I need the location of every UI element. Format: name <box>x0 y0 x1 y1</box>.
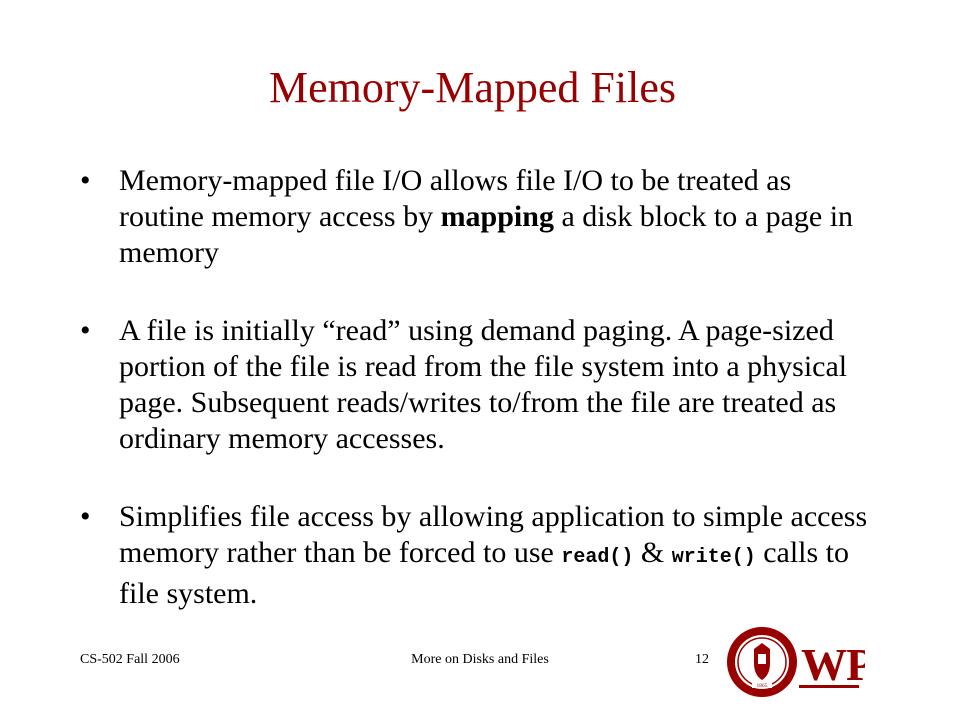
code-write: write() <box>671 546 756 569</box>
bullet-marker: • <box>80 164 91 197</box>
bullet-marker: • <box>80 500 91 533</box>
code-read: read() <box>561 546 634 569</box>
svg-text:WPI: WPI <box>801 639 865 690</box>
bullet-text: Memory-mapped file I/O allows file I/O t… <box>119 164 854 269</box>
bullet-item-2: • A file is initially “read” using deman… <box>80 313 880 457</box>
bullet-marker: • <box>80 314 91 347</box>
seal-icon: 1865 <box>727 627 797 697</box>
bold-term: mapping <box>440 200 554 233</box>
bullet-text: Simplifies file access by allowing appli… <box>119 500 868 610</box>
slide-title: Memory-Mapped Files <box>269 63 676 112</box>
wpi-logo: 1865 WPI <box>727 627 865 697</box>
bullet-text: A file is initially “read” using demand … <box>119 314 848 455</box>
footer-course: CS-502 Fall 2006 <box>80 652 180 667</box>
svg-text:1865: 1865 <box>757 683 768 689</box>
bullet-list: • Memory-mapped file I/O allows file I/O… <box>80 163 880 654</box>
bullet-item-1: • Memory-mapped file I/O allows file I/O… <box>80 163 880 271</box>
bullet-item-3: • Simplifies file access by allowing app… <box>80 499 880 612</box>
footer-page-number: 12 <box>695 652 709 667</box>
footer-title: More on Disks and Files <box>411 652 549 667</box>
